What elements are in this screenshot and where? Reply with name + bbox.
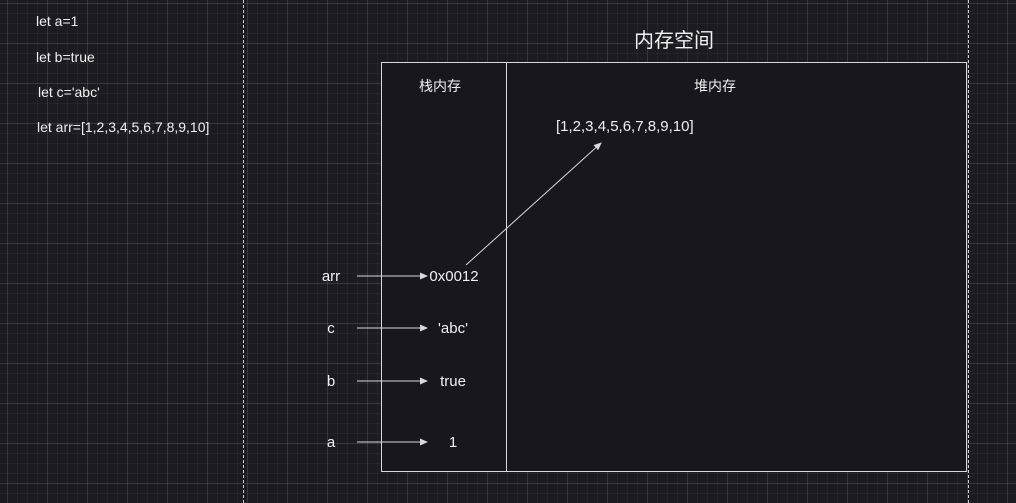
left-dashed-divider [243, 0, 244, 503]
code-line-b: let b=true [36, 49, 95, 65]
var-name-a: a [326, 434, 336, 451]
stack-value-c: 'abc' [438, 320, 468, 337]
code-line-arr: let arr=[1,2,3,4,5,6,7,8,9,10] [37, 119, 210, 135]
code-line-c: let c='abc' [38, 84, 100, 100]
right-dashed-divider [968, 0, 969, 503]
stack-heap-divider [506, 62, 507, 472]
arrow-pointer-to-heap [465, 142, 602, 266]
stack-memory-label: 栈内存 [419, 78, 461, 94]
stack-value-a: 1 [448, 434, 458, 451]
var-name-arr: arr [321, 268, 341, 285]
var-name-b: b [326, 373, 336, 390]
heap-memory-label: 堆内存 [694, 78, 736, 94]
heap-array-value: [1,2,3,4,5,6,7,8,9,10] [556, 118, 694, 135]
memory-space-title: 内存空间 [634, 30, 714, 52]
var-name-c: c [327, 320, 335, 337]
stack-value-b: true [440, 373, 466, 390]
code-line-a: let a=1 [36, 13, 79, 29]
stack-value-arr: 0x0012 [429, 268, 479, 285]
memory-box [381, 62, 967, 472]
